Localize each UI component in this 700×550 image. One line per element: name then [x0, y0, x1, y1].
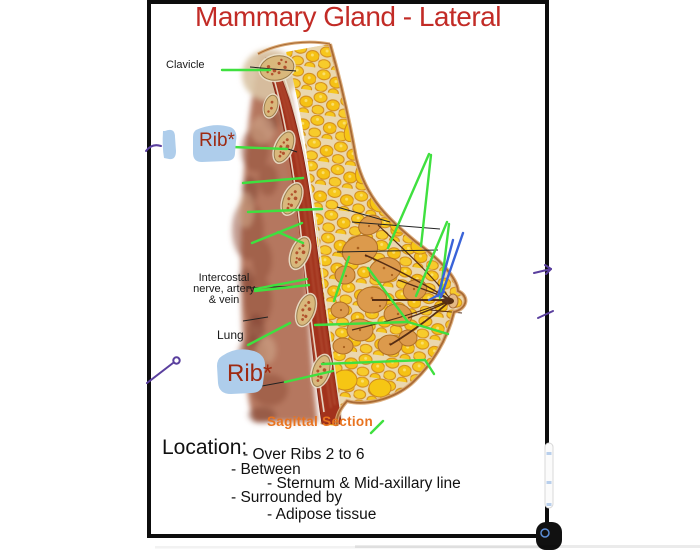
annotation-arrow-blue[interactable] — [427, 231, 465, 302]
annotation-lines-green[interactable] — [220, 68, 451, 435]
lung-label: Lung — [217, 328, 244, 342]
location-item-surrounded: - Surrounded by — [231, 489, 343, 506]
scrollbar-thumb[interactable] — [544, 442, 554, 509]
rib-upper-label[interactable]: Rib* — [199, 130, 235, 151]
skin-outline — [328, 43, 468, 427]
rib-label-highlights[interactable] — [162, 125, 266, 394]
intercostal-line-2: nerve, artery — [193, 283, 255, 295]
rib-lower-label[interactable]: Rib* — [227, 360, 273, 387]
annotation-marks-purple — [145, 144, 554, 384]
location-item-sternum: - Sternum & Mid-axillary line — [267, 475, 461, 492]
location-item-between: - Between — [231, 461, 301, 478]
intercostal-line-1: Intercostal — [198, 272, 250, 284]
circle-logo[interactable] — [536, 522, 562, 550]
scan-artifacts — [155, 545, 700, 549]
page-title: Mammary Gland - Lateral — [195, 1, 501, 32]
sternum-bone — [262, 93, 280, 119]
location-item-adipose: - Adipose tissue — [267, 506, 377, 523]
clavicle-label: Clavicle — [166, 59, 205, 71]
intercostal-label: Intercostal nerve, artery & vein — [178, 273, 270, 306]
rib-bones — [257, 40, 337, 392]
intercostal-line-3: & vein — [208, 294, 240, 306]
sagittal-section-caption: Sagittal Section — [266, 414, 374, 429]
clavicle-bone — [258, 53, 296, 83]
location-item-over-ribs: - Over Ribs 2 to 6 — [243, 446, 365, 463]
lactiferous-ducts — [351, 224, 463, 346]
location-heading: Location: — [162, 436, 248, 459]
